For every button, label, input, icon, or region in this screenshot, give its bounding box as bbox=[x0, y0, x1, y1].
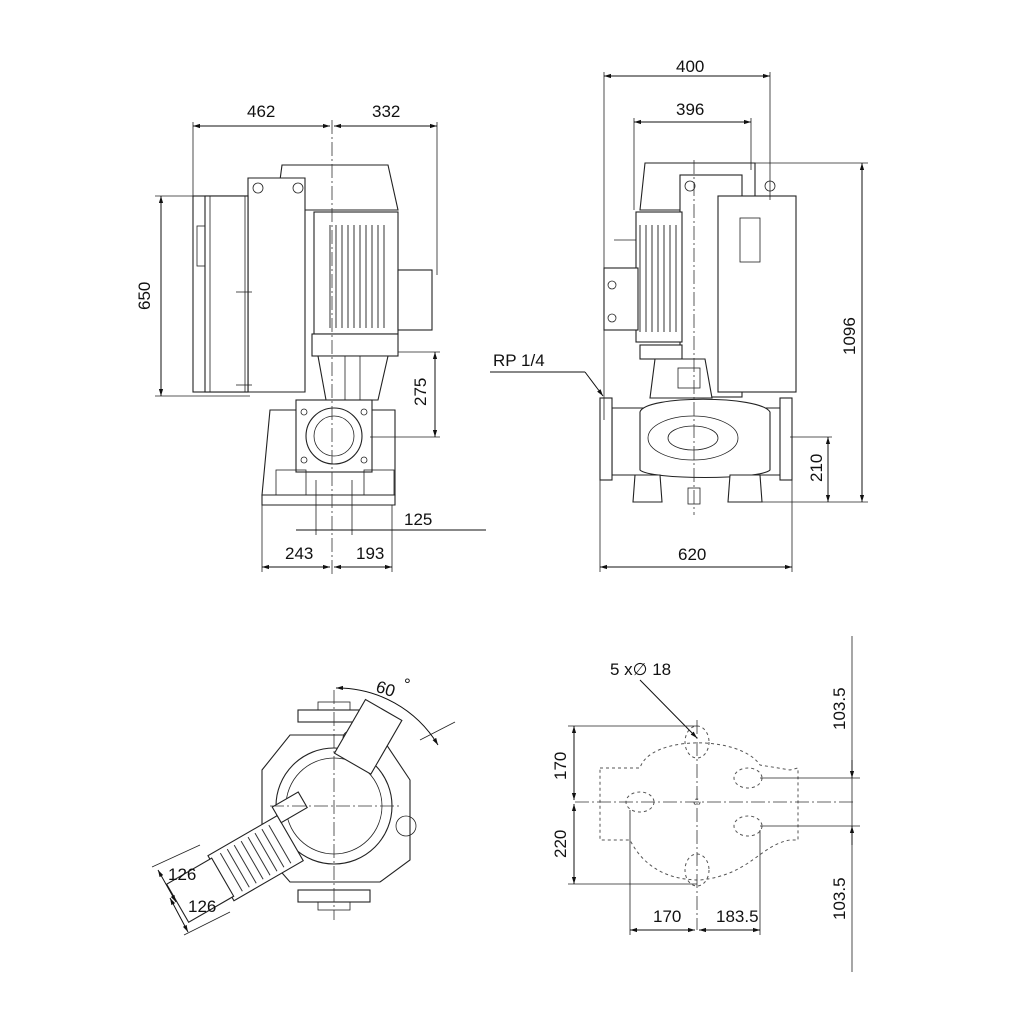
dim-front-flange-offset: 125 bbox=[404, 510, 432, 529]
dim-front-height-controller: 650 bbox=[135, 282, 154, 310]
side-dimensions: 400 396 1096 210 620 RP 1/4 bbox=[490, 57, 868, 572]
side-motor-fins bbox=[639, 225, 677, 332]
base-dimensions: 5 x∅ 18 103.5 103.5 170 220 170 183.5 bbox=[551, 636, 860, 972]
dim-side-flange-height: 210 bbox=[807, 454, 826, 482]
dim-top-width-b: 126 bbox=[188, 897, 216, 916]
dim-base-lower-half: 220 bbox=[551, 830, 570, 858]
dim-front-width-left: 462 bbox=[247, 102, 275, 121]
base-view bbox=[575, 720, 855, 930]
dim-top-width-a: 126 bbox=[168, 865, 196, 884]
dim-base-x-left: 170 bbox=[653, 907, 681, 926]
dim-front-base-left: 243 bbox=[285, 544, 313, 563]
holes-label: 5 x∅ 18 bbox=[610, 660, 671, 679]
front-view bbox=[192, 120, 433, 575]
dim-base-x-right: 183.5 bbox=[716, 907, 759, 926]
motor-fins bbox=[329, 225, 385, 328]
dim-side-overall-height: 1096 bbox=[840, 317, 859, 355]
dim-front-width-right: 332 bbox=[372, 102, 400, 121]
dim-front-base-right: 193 bbox=[356, 544, 384, 563]
front-dimensions: 462 332 650 275 125 243 193 bbox=[135, 102, 486, 572]
top-view bbox=[165, 690, 417, 924]
top-dimensions: 60 ° 126 126 bbox=[151, 675, 456, 936]
dim-front-height-flange: 275 bbox=[411, 378, 430, 406]
dim-base-top-offset: 103.5 bbox=[830, 687, 849, 730]
dim-side-length: 620 bbox=[678, 545, 706, 564]
dim-base-bottom-offset: 103.5 bbox=[830, 877, 849, 920]
side-view bbox=[599, 160, 797, 515]
dim-top-angle: 60 bbox=[374, 677, 398, 701]
port-label: RP 1/4 bbox=[493, 351, 545, 370]
dim-base-upper-half: 170 bbox=[551, 752, 570, 780]
dim-side-inner-width: 396 bbox=[676, 100, 704, 119]
dim-top-degree: ° bbox=[404, 675, 411, 694]
dim-side-overall-width: 400 bbox=[676, 57, 704, 76]
top-motor-fins bbox=[219, 824, 292, 892]
